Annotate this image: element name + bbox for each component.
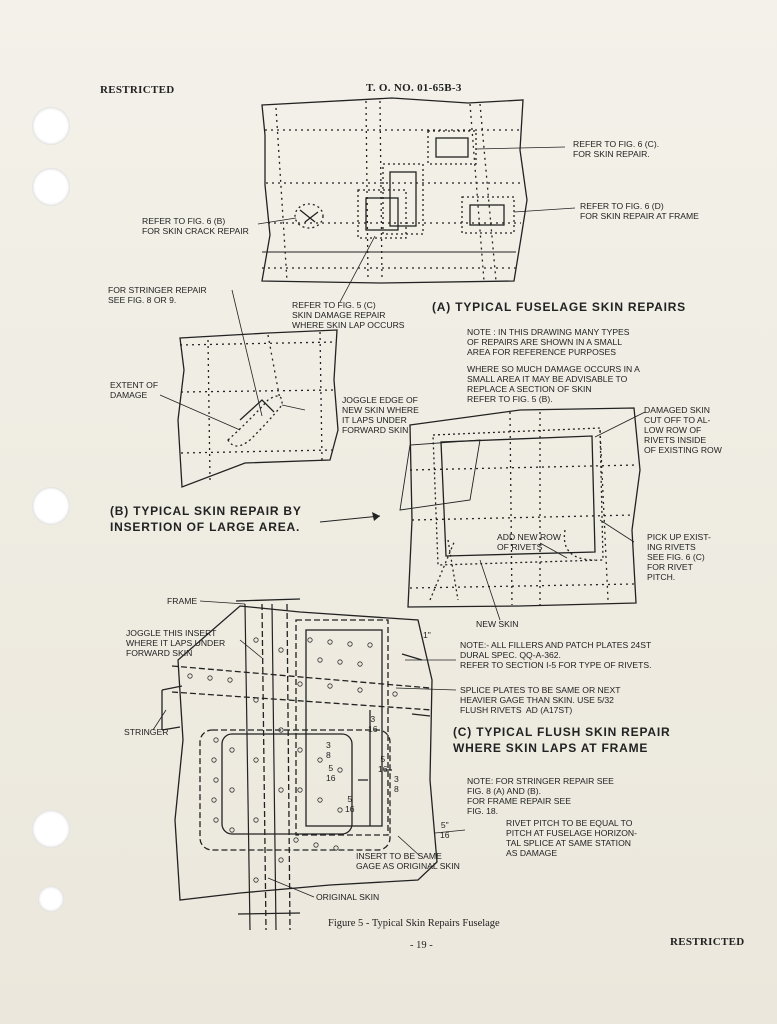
binder-hole: [32, 810, 70, 848]
figure-caption: Figure 5 - Typical Skin Repairs Fuselage: [328, 918, 500, 929]
binder-hole: [32, 107, 70, 145]
section-c-note-materials: NOTE:- ALL FILLERS AND PATCH PLATES 24ST…: [460, 640, 652, 670]
binder-hole: [32, 487, 70, 525]
section-c-note-references: NOTE: FOR STRINGER REPAIR SEE FIG. 8 (A)…: [467, 776, 614, 816]
dimension-3-8: 3 8: [326, 740, 331, 760]
dimension-3-16: 3 16: [368, 714, 378, 734]
footer-restricted: RESTRICTED: [670, 936, 745, 948]
callout-stringer: STRINGER: [124, 727, 169, 737]
section-a-title: (A) TYPICAL FUSELAGE SKIN REPAIRS: [432, 300, 686, 314]
dimension-5-16-inch: 5" 16: [440, 820, 450, 840]
section-b-leaders: [479, 411, 646, 621]
dimension-5-16: 5 16: [326, 763, 336, 783]
header-to-number: T. O. NO. 01-65B-3: [366, 82, 462, 94]
page-number: - 19 -: [410, 940, 433, 951]
damaged-skin-panel: [159, 329, 339, 488]
section-c-note-rivet-pitch: RIVET PITCH TO BE EQUAL TO PITCH AT FUSE…: [506, 818, 637, 858]
callout-stringer-repair: FOR STRINGER REPAIR SEE FIG. 8 OR 9.: [108, 285, 207, 305]
callout-joggle-edge: JOGGLE EDGE OF NEW SKIN WHERE IT LAPS UN…: [342, 395, 419, 435]
callout-original-skin: ORIGINAL SKIN: [316, 892, 380, 902]
callout-ref-fig-6d: REFER TO FIG. 6 (D) FOR SKIN REPAIR AT F…: [580, 201, 699, 221]
callout-joggle-insert: JOGGLE THIS INSERT WHERE IT LAPS UNDER F…: [126, 628, 226, 658]
section-a-note: NOTE : IN THIS DRAWING MANY TYPES OF REP…: [467, 327, 630, 357]
callout-add-new-row: ADD NEW ROW OF RIVETS: [497, 532, 561, 552]
flush-repair-panel: [161, 598, 438, 931]
dimension-5-16: 5 16: [378, 754, 388, 774]
new-skin-panel: [399, 407, 641, 608]
rivet-holes: [187, 637, 398, 883]
section-c-title: (C) TYPICAL FLUSH SKIN REPAIR WHERE SKIN…: [453, 725, 671, 755]
dimension-3-8: 3 8: [394, 774, 399, 794]
callout-extent-of-damage: EXTENT OF DAMAGE: [110, 380, 159, 400]
binder-hole: [38, 886, 64, 912]
binder-hole: [32, 168, 70, 206]
dimension-5-16: 5 16: [345, 794, 355, 814]
callout-new-skin: NEW SKIN: [476, 619, 519, 629]
callout-frame: FRAME: [167, 596, 198, 606]
callout-ref-fig-5c: REFER TO FIG. 5 (C) SKIN DAMAGE REPAIR W…: [292, 300, 405, 330]
section-c-leaders: [152, 600, 466, 898]
section-c-note-splice: SPLICE PLATES TO BE SAME OR NEXT HEAVIER…: [460, 685, 621, 715]
section-a-leaders: [231, 146, 576, 417]
fuselage-skin-panel: [261, 97, 528, 284]
dimension-1-inch: 1": [423, 630, 431, 640]
callout-damaged-skin: DAMAGED SKIN CUT OFF TO AL- LOW ROW OF R…: [644, 405, 722, 455]
callout-insert: INSERT TO BE SAME GAGE AS ORIGINAL SKIN: [356, 851, 460, 871]
header-restricted: RESTRICTED: [100, 84, 175, 96]
callout-pick-up-rivets: PICK UP EXIST- ING RIVETS SEE FIG. 6 (C)…: [647, 532, 711, 582]
section-a-note-replace: WHERE SO MUCH DAMAGE OCCURS IN A SMALL A…: [467, 364, 640, 404]
section-b-title: (B) TYPICAL SKIN REPAIR BY INSERTION OF …: [110, 504, 302, 534]
callout-ref-fig-6c: REFER TO FIG. 6 (C). FOR SKIN REPAIR.: [573, 139, 660, 159]
callout-ref-fig-6b: REFER TO FIG. 6 (B) FOR SKIN CRACK REPAI…: [142, 216, 249, 236]
